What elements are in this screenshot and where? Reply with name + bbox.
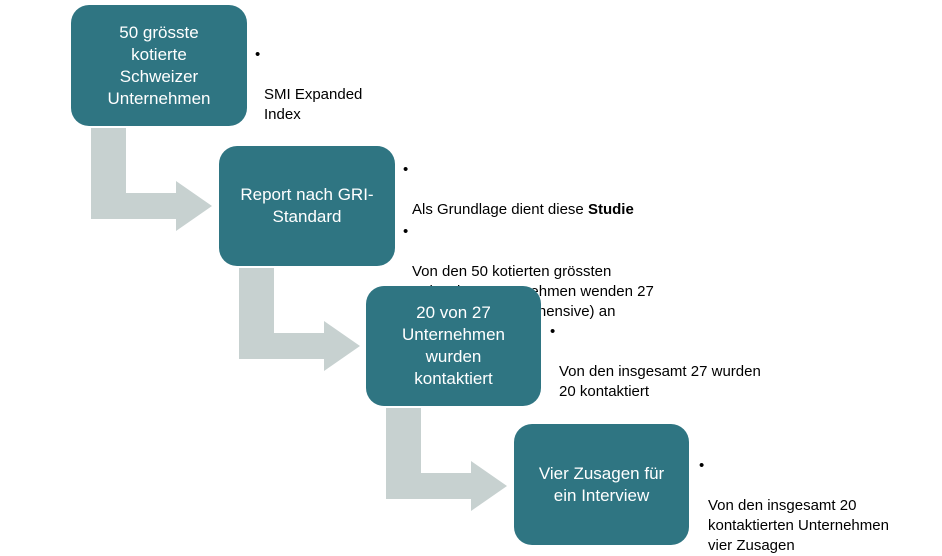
step-box-2: Report nach GRI- Standard <box>219 146 395 266</box>
step-notes-1: • SMI Expanded Index <box>255 45 415 125</box>
step-box-1-label: 50 grösste kotierte Schweizer Unternehme… <box>107 22 211 108</box>
bullet-icon: • <box>403 161 409 178</box>
step-box-4: Vier Zusagen für ein Interview <box>514 424 689 545</box>
bent-arrow-3 <box>386 408 507 511</box>
step-box-1: 50 grösste kotierte Schweizer Unternehme… <box>71 5 247 126</box>
step-box-3: 20 von 27 Unternehmen wurden kontaktiert <box>366 286 541 406</box>
note-item: • Von den insgesamt 20 kontaktierten Unt… <box>699 456 929 556</box>
bullet-icon: • <box>403 223 409 240</box>
note-item: • SMI Expanded Index <box>255 45 415 125</box>
step-box-3-label: 20 von 27 Unternehmen wurden kontaktiert <box>401 303 505 388</box>
bent-arrow-1 <box>91 128 212 231</box>
note-text: Von den insgesamt 20 kontaktierten Unter… <box>708 497 889 554</box>
note-item: • Von den insgesamt 27 wurden 20 kontakt… <box>550 322 850 402</box>
step-notes-3: • Von den insgesamt 27 wurden 20 kontakt… <box>550 322 850 402</box>
step-box-2-label: Report nach GRI- Standard <box>240 185 374 226</box>
bullet-icon: • <box>255 46 261 63</box>
step-notes-4: • Von den insgesamt 20 kontaktierten Unt… <box>699 456 929 556</box>
study-link-text: Studie <box>587 201 634 218</box>
note-text: Von den insgesamt 27 wurden 20 kontaktie… <box>559 363 761 400</box>
note-text: SMI Expanded Index <box>264 86 363 123</box>
note-item: • Als Grundlage dient diese Studie <box>403 160 723 220</box>
bent-arrow-2 <box>239 268 360 371</box>
note-text: Als Grundlage dient diese <box>412 201 588 218</box>
step-box-4-label: Vier Zusagen für ein Interview <box>538 463 665 505</box>
bullet-icon: • <box>550 323 556 340</box>
bullet-icon: • <box>699 457 705 474</box>
